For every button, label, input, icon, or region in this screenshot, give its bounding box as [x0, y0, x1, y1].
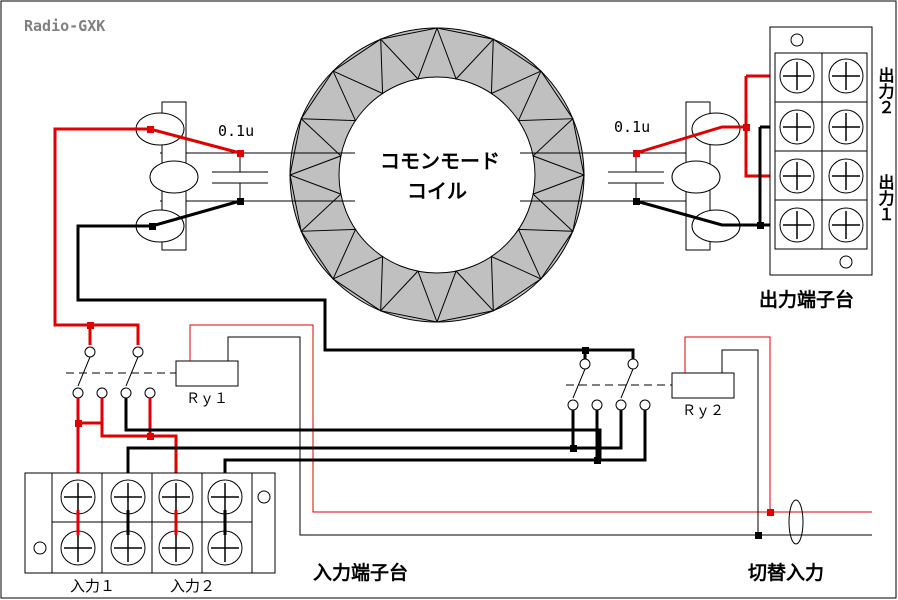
terminal-screw — [779, 158, 815, 194]
input-terminal-block — [24, 472, 276, 574]
relay2-label: Ｒｙ２ — [682, 403, 724, 419]
relay1-output-wires — [76, 398, 602, 485]
output-terminal-label: 出力端子台 — [759, 288, 854, 311]
winding-turn — [332, 38, 384, 95]
winding-turn — [300, 70, 357, 122]
terminal-screw — [779, 207, 815, 243]
junction-dot — [237, 198, 244, 205]
terminal-screw — [207, 479, 243, 515]
terminal-screw — [110, 530, 146, 566]
terminal-screw — [60, 530, 96, 566]
junction-dot — [237, 150, 244, 157]
relay-1 — [66, 324, 770, 536]
terminal-screw — [779, 58, 815, 94]
output1-label: 出力１ — [876, 173, 895, 222]
junction-dot — [633, 150, 640, 157]
winding-turn — [517, 228, 574, 280]
common-mode-coil — [289, 27, 585, 323]
terminal-screw — [828, 158, 864, 194]
coil-windings — [289, 27, 585, 323]
winding-turn — [532, 117, 585, 176]
winding-turn — [517, 70, 574, 122]
junction-dot — [147, 126, 154, 133]
terminal-screw — [158, 479, 194, 515]
junction-dot — [767, 509, 774, 516]
terminal-screw — [828, 109, 864, 145]
cap-right-label: 0.1u — [614, 118, 650, 136]
terminal-screw — [60, 479, 96, 515]
input2-label: 入力２ — [170, 577, 215, 595]
junction-dot — [757, 222, 764, 229]
cap-left-label: 0.1u — [218, 122, 254, 140]
output-terminal-block — [769, 26, 873, 276]
input1-label: 入力１ — [70, 577, 115, 595]
input-terminal-label: 入力端子台 — [313, 561, 408, 584]
junction-dots — [75, 124, 774, 539]
winding-turn — [332, 255, 384, 312]
terminal-screw — [158, 530, 194, 566]
winding-turn — [532, 174, 585, 233]
winding-turn — [289, 117, 342, 176]
junction-dot — [87, 322, 94, 329]
junction-dot — [743, 124, 750, 131]
winding-turn — [379, 270, 438, 323]
coil-label-line1: コモンモード — [380, 149, 500, 173]
junction-dot — [755, 532, 762, 539]
relay2-output-wires — [126, 410, 647, 485]
winding-turn — [490, 255, 542, 312]
junction-dot — [75, 420, 82, 427]
coil-label-line2: コイル — [407, 179, 467, 203]
junction-dot — [594, 457, 601, 464]
winding-turn — [436, 270, 495, 323]
terminal-screw — [110, 479, 146, 515]
terminal-screw — [779, 109, 815, 145]
terminal-screw — [828, 207, 864, 243]
winding-turn — [490, 38, 542, 95]
junction-dot — [570, 445, 577, 452]
winding-turn — [436, 27, 495, 80]
terminal-screw — [828, 58, 864, 94]
switch-input-label: 切替入力 — [748, 561, 824, 584]
junction-dot — [582, 347, 589, 354]
winding-turn — [300, 228, 357, 280]
output2-label: 出力２ — [876, 66, 895, 115]
ferrite-clamp-left — [135, 101, 199, 251]
junction-dot — [147, 433, 154, 440]
terminal-screw — [207, 530, 243, 566]
winding-turn — [289, 174, 342, 233]
winding-turn — [379, 27, 438, 80]
junction-dot — [149, 223, 156, 230]
page-title: Radio-GXK — [24, 17, 105, 35]
relay1-label: Ｒｙ１ — [186, 391, 228, 407]
switch-input-lines — [758, 499, 872, 545]
junction-dot — [633, 198, 640, 205]
